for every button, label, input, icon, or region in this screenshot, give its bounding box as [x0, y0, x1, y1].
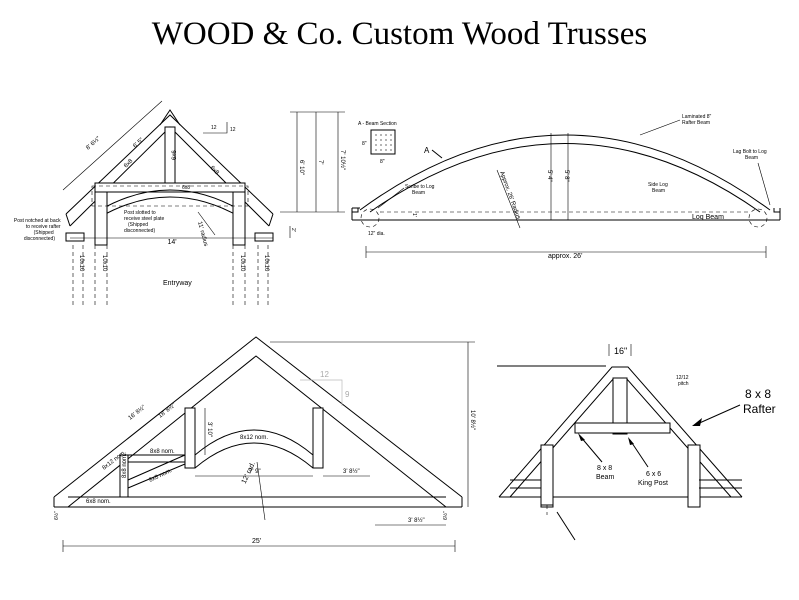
post-right-3	[312, 407, 324, 469]
entryway-label: Entryway	[163, 280, 192, 287]
dim-v2: 7'	[317, 160, 323, 164]
side-log-label: Side Log Beam	[648, 182, 669, 194]
arch-label-3: 8x12 nom.	[240, 435, 268, 441]
log-beam-label: Log Beam	[692, 214, 724, 221]
post-label-1: 10x10	[78, 255, 84, 272]
section-height: 8"	[362, 141, 367, 147]
span-label-2: approx. 26'	[548, 253, 582, 260]
note-left: Post notched at back to receive rafter (…	[14, 218, 62, 242]
note-center: Post slotted to receive steel plate (Shi…	[124, 210, 166, 234]
kingpost-label-4: 6 x 6 King Post	[638, 471, 668, 487]
label-6x8-b: 6x8	[182, 185, 190, 191]
arch-3	[194, 429, 314, 456]
dim-v3: 7' 10½"	[339, 150, 346, 170]
member-8x8-top: 8x8 nom.	[150, 449, 175, 455]
post-left-3	[184, 407, 196, 469]
rafter-label-4: 8 x 8 Rafter	[743, 387, 776, 416]
member-8x8-diag: 8x8 nom.	[148, 468, 173, 484]
rafter-inner-3	[67, 355, 447, 508]
label-6x8-c: 6x8	[209, 165, 221, 177]
right-small-3: 6½"	[442, 511, 449, 520]
dim-v1: 6' 10"	[298, 160, 304, 175]
post-height-3: 3' 10"	[206, 422, 212, 437]
arch-rafter-outer	[359, 134, 771, 211]
post-inner-left	[94, 191, 108, 246]
collar-beam	[94, 182, 246, 193]
slope-rise-1: 12	[230, 127, 236, 133]
pitch-label: 12/12 pitch	[676, 375, 690, 387]
lag-bolt-label: Lag Bolt to Log Beam	[733, 149, 768, 161]
label-6x8-a: 6x8	[123, 158, 135, 170]
page-title: WOOD & Co. Custom Wood Trusses	[151, 16, 648, 52]
post-label-2: 10x10	[101, 255, 107, 272]
dim-7-9: 7' 9"	[249, 469, 261, 475]
slope-run-1: 12	[211, 125, 217, 131]
post-label-4: 10x10	[263, 255, 269, 272]
rafter-len2-3: 18' 8½"	[157, 402, 177, 420]
rise-outer: 5' 8"	[563, 170, 569, 182]
rafter-label-2: Laminated 8" Rafter Beam	[682, 114, 713, 126]
arch-rafter-inner	[369, 143, 761, 213]
radius-label-1: 11' radius	[196, 221, 208, 247]
beam-label-4: 8 x 8 Beam	[596, 465, 614, 481]
beam-4	[574, 422, 671, 434]
top-dim-4: 16"	[614, 346, 627, 356]
log-dia-label: 12" dia.	[368, 231, 385, 237]
label-6x6: 6x6	[172, 150, 178, 160]
post-label-3: 10x10	[239, 255, 245, 272]
slope-rise-3: 9	[345, 390, 350, 399]
kingpost-truss-drawing: 16" 12/12 pitch 8 x 8 Rafter 8 x 8 Beam …	[497, 344, 776, 541]
arch-beam	[99, 189, 241, 211]
dim-v4: 2'	[290, 228, 296, 232]
truss-drawing-large: 12 9 16' 8½" 18' 8½" 8x12 nom. 8x8 nom. …	[53, 336, 476, 552]
rafter-len-3: 16' 8½"	[127, 404, 147, 422]
rise-inner: 5' 4"	[546, 170, 552, 182]
member-8x8-v: 8x8 nom.	[122, 453, 128, 478]
rafter-outer-4	[498, 366, 743, 498]
width-dim-1: 14'	[167, 239, 176, 246]
rafter-outer	[65, 114, 274, 215]
left-small-3: 6½"	[53, 511, 60, 520]
dim-rafter-1: 8' 6½"	[85, 135, 102, 151]
small-dim: 1'	[411, 213, 417, 217]
dim-3-8b: 3' 8½"	[408, 517, 425, 524]
king-post-4	[612, 377, 628, 435]
scribe-label: Scribe to Log Beam	[405, 184, 436, 196]
section-width: 8"	[380, 159, 385, 165]
slope-run-3: 12	[320, 370, 329, 379]
member-6x8: 6x8 nom.	[86, 499, 111, 505]
section-label: A - Beam Section	[358, 121, 397, 127]
span-3: 25'	[252, 538, 261, 545]
post-inner-right	[232, 191, 246, 246]
section-marker: A	[424, 146, 430, 155]
dim-rafter-2: 6' 5"	[132, 137, 145, 149]
dim-3-8: 3' 8½"	[343, 468, 360, 475]
height-3: 10' 8½"	[469, 410, 476, 430]
truss-drawing-entryway: 12 12 8' 6½" 6' 5" 6x8 6x6 6x8 6x8 6' 10…	[14, 100, 346, 305]
rafter-outer-3	[53, 336, 463, 498]
arch-radius: Approx. 26' Radius	[498, 171, 521, 221]
arch-rafter-drawing: A - Beam Section 8" 8" A Laminated 8" Ra…	[351, 114, 781, 260]
